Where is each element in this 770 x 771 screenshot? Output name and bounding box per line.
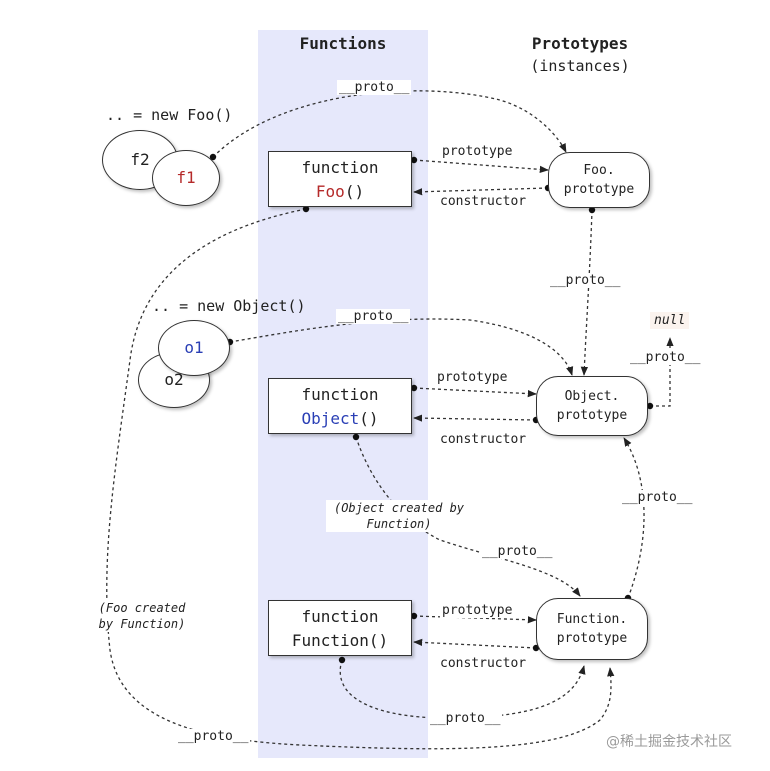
edge-foo-constructor [413, 187, 549, 196]
prototypes-header: Prototypes [531, 34, 629, 53]
functions-header: Functions [299, 34, 387, 53]
label-proto-foo-func: __proto__ [176, 729, 251, 744]
foo-prototype-line1: Foo. [583, 163, 615, 178]
edge-foo-prototype [413, 159, 549, 174]
new-object-label: .. = new Object() [152, 297, 306, 315]
function-function-signature: Function() [291, 631, 389, 650]
label-constructor-foo: constructor [438, 194, 529, 209]
label-constructor-object: constructor [438, 432, 529, 447]
function-foo-box: function Foo() [268, 151, 412, 207]
edge-object-func-proto [355, 436, 581, 597]
note-foo-line1: (Foo created [98, 601, 186, 615]
edge-object-constructor [413, 414, 537, 422]
function-foo-signature: Foo() [269, 180, 411, 204]
edge-function-constructor [413, 638, 537, 649]
function-object-keyword: function [301, 385, 379, 404]
null-value: null [650, 312, 690, 329]
prototypes-subheader: (instances) [530, 57, 630, 75]
label-prototype-function: prototype [440, 603, 515, 618]
o1-label: o1 [184, 338, 204, 357]
note-object-line1: (Object created by [333, 501, 465, 515]
watermark: @稀土掘金技术社区 [606, 734, 732, 750]
function-object-parens: () [359, 409, 379, 428]
edge-fooproto-proto [580, 209, 593, 376]
note-object-line2: Function) [366, 517, 432, 531]
object-prototype-line2: prototype [556, 408, 628, 423]
function-function-keyword: function [301, 607, 379, 626]
label-proto-f1: __proto__ [337, 80, 412, 95]
function-function-box: function Function() [268, 600, 412, 656]
label-constructor-function: constructor [438, 656, 529, 671]
edge-objproto-null [650, 337, 674, 407]
note-foo-created-by-function: (Foo created by Function) [88, 600, 196, 632]
label-proto-object-func: __proto__ [480, 544, 555, 559]
o1-instance: o1 [158, 320, 230, 376]
edge-o1-proto [229, 318, 574, 376]
edge-object-prototype [413, 387, 537, 398]
function-object-name: Object [301, 409, 360, 428]
new-foo-label: .. = new Foo() [106, 106, 233, 124]
edge-function-prototype [413, 615, 537, 624]
edge-funcproto-proto [623, 437, 645, 599]
label-proto-function-func: __proto__ [428, 711, 503, 726]
function-prototype-line1: Function. [556, 612, 628, 627]
foo-prototype-object: Foo. prototype [548, 152, 650, 208]
function-foo-keyword: function [301, 158, 379, 177]
function-prototype-line2: prototype [556, 631, 628, 646]
label-prototype-object: prototype [435, 370, 510, 385]
label-proto-fooproto: __proto__ [548, 273, 623, 288]
object-prototype-object: Object. prototype [536, 376, 648, 436]
f1-label: f1 [176, 168, 196, 187]
foo-prototype-line2: prototype [563, 182, 635, 197]
function-foo-parens: () [344, 182, 365, 201]
function-object-signature: Object() [269, 407, 411, 431]
f1-instance: f1 [152, 150, 220, 206]
function-prototype-object: Function. prototype [536, 598, 648, 660]
label-proto-objproto: __proto__ [628, 350, 703, 365]
label-proto-o1: __proto__ [336, 309, 411, 324]
object-prototype-line1: Object. [564, 389, 620, 404]
label-proto-funcproto: __proto__ [620, 490, 695, 505]
edge-f1-proto [212, 90, 567, 158]
edge-foo-func-proto [106, 208, 615, 750]
f2-label: f2 [130, 150, 150, 169]
note-foo-line2: by Function) [98, 617, 186, 631]
function-foo-name: Foo [315, 182, 345, 201]
label-prototype-foo: prototype [440, 144, 515, 159]
function-object-box: function Object() [268, 378, 412, 434]
note-object-created-by-function: (Object created by Function) [326, 500, 472, 532]
o2-label: o2 [164, 370, 184, 389]
